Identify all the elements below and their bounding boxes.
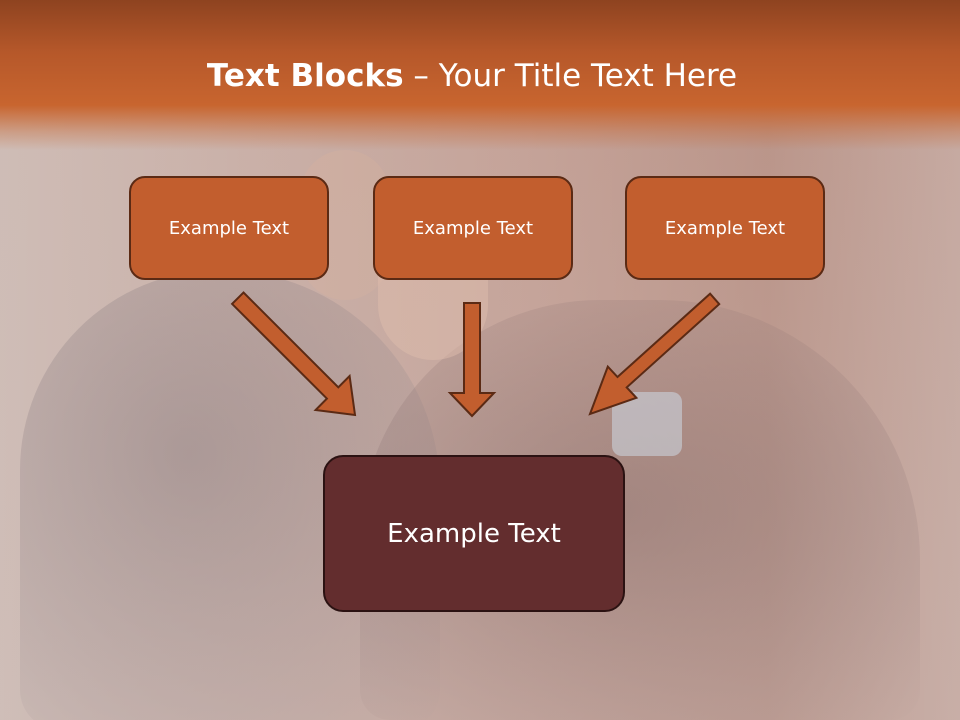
slide-title-bold: Text Blocks — [206, 58, 404, 94]
slide-title-rest: Your Title Text Here — [438, 58, 738, 94]
text-block-bottom[interactable]: Example Text — [323, 455, 625, 612]
text-block-bottom-label: Example Text — [387, 518, 561, 549]
slide-title-separator: – — [403, 58, 439, 94]
text-block-top-right-label: Example Text — [664, 217, 786, 239]
text-block-top-left[interactable]: Example Text — [129, 176, 329, 280]
title-band — [0, 0, 960, 150]
text-block-top-right[interactable]: Example Text — [625, 176, 825, 280]
text-block-top-left-label: Example Text — [168, 217, 290, 239]
text-block-top-center-label: Example Text — [412, 217, 534, 239]
text-block-top-center[interactable]: Example Text — [373, 176, 573, 280]
slide-title[interactable]: Text Blocks – Your Title Text Here — [0, 56, 944, 96]
